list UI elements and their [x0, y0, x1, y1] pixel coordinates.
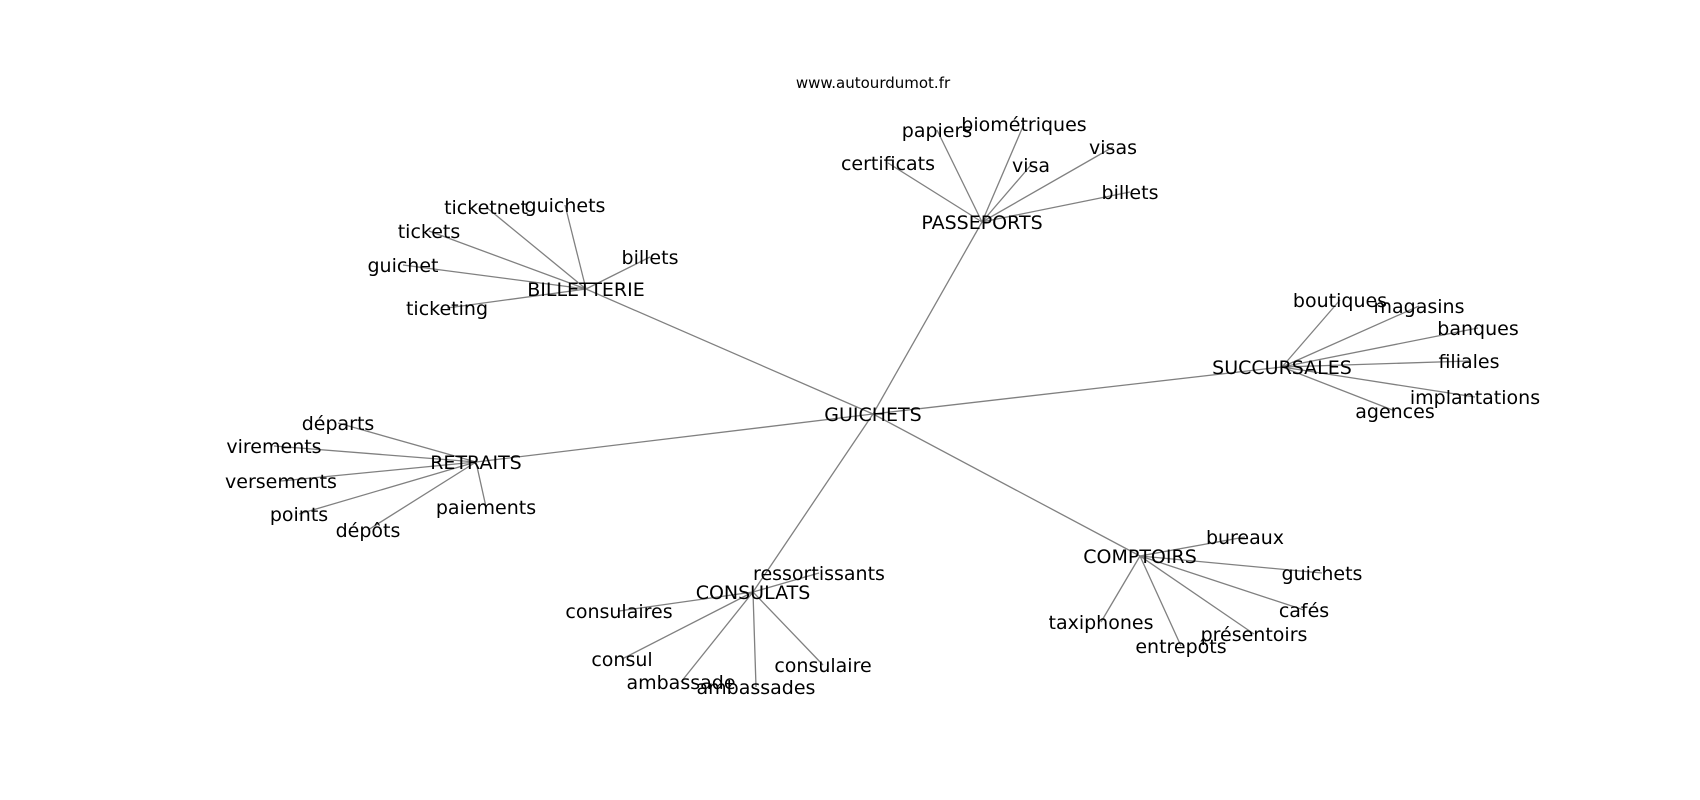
leaf-node: ambassades: [697, 677, 816, 699]
leaf-node: implantations: [1410, 387, 1540, 409]
leaf-node: ressortissants: [753, 563, 885, 585]
leaf-node: taxiphones: [1049, 612, 1154, 634]
leaf-node: ambassade: [626, 672, 735, 694]
edge-3-2: [280, 461, 477, 482]
edge-0-5: [981, 191, 1131, 223]
leaf-node: visas: [1089, 137, 1137, 159]
edge-0-3: [981, 164, 1032, 223]
edge-3-4: [367, 461, 477, 531]
edge-2-5: [1281, 366, 1396, 412]
edge-0-4: [981, 146, 1114, 223]
edge-5-0: [1139, 536, 1246, 557]
leaf-node: certificats: [841, 153, 935, 175]
leaf-node: tickets: [398, 221, 461, 243]
edge-1-3: [402, 264, 587, 290]
leaf-node: banques: [1437, 318, 1518, 340]
leaf-node: guichets: [1282, 563, 1363, 585]
edge-center-1: [585, 288, 874, 415]
edge-2-3: [1281, 360, 1470, 368]
edge-3-1: [273, 445, 477, 463]
hub-node: BILLETTERIE: [527, 279, 645, 301]
edge-center-4: [752, 413, 874, 593]
edge-2-1: [1281, 305, 1420, 368]
edge-0-1: [936, 129, 983, 223]
hub-node: PASSEPORTS: [921, 212, 1042, 234]
edge-2-2: [1281, 327, 1479, 368]
leaf-node: ticketing: [406, 298, 488, 320]
edge-1-5: [585, 256, 651, 290]
leaf-node: billets: [622, 247, 679, 269]
edge-2-4: [1281, 366, 1476, 398]
leaf-node: magasins: [1374, 296, 1465, 318]
center-node: GUICHETS: [824, 404, 921, 426]
edge-center-0: [872, 221, 983, 415]
edge-center-5: [872, 413, 1141, 557]
leaf-node: consulaire: [774, 655, 871, 677]
hub-node: RETRAITS: [430, 452, 522, 474]
leaf-node: papiers: [902, 120, 972, 142]
edge-5-1: [1139, 555, 1323, 574]
edge-4-4: [752, 591, 757, 688]
leaf-node: consul: [591, 649, 652, 671]
leaf-node: versements: [225, 471, 337, 493]
edge-0-0: [887, 162, 983, 223]
leaf-node: billets: [1102, 182, 1159, 204]
leaf-node: cafés: [1279, 600, 1329, 622]
edge-1-1: [564, 204, 587, 290]
graph-labels: GUICHETS PASSEPORTS certificats papiersbiom…: [225, 114, 1540, 699]
edge-1-0: [485, 206, 587, 290]
edge-4-3: [680, 591, 754, 683]
edge-4-1: [618, 591, 754, 612]
edge-3-0: [337, 422, 477, 463]
leaf-node: bureaux: [1206, 527, 1284, 549]
leaf-node: guichet: [367, 255, 438, 277]
leaf-node: dépôts: [336, 520, 401, 542]
edge-5-5: [1100, 555, 1141, 623]
leaf-node: consulaires: [565, 601, 672, 623]
leaf-node: paiements: [436, 497, 536, 519]
edge-1-4: [446, 288, 587, 309]
leaf-node: visa: [1012, 155, 1050, 177]
edge-2-0: [1281, 299, 1341, 368]
leaf-node: entrepôts: [1135, 636, 1226, 658]
leaf-node: présentoirs: [1201, 624, 1308, 646]
leaf-node: filiales: [1438, 351, 1499, 373]
leaf-node: départs: [302, 413, 375, 435]
edge-4-2: [621, 591, 754, 660]
leaf-node: guichets: [525, 195, 606, 217]
edge-5-3: [1139, 555, 1255, 635]
edge-4-5: [752, 591, 824, 666]
edge-center-3: [475, 413, 874, 463]
graph-edges: [273, 123, 1479, 688]
leaf-node: virements: [226, 436, 321, 458]
hub-node: COMPTOIRS: [1083, 546, 1197, 568]
leaf-node: points: [270, 504, 328, 526]
leaf-node: boutiques: [1293, 290, 1387, 312]
leaf-node: biométriques: [961, 114, 1086, 136]
edge-center-2: [872, 366, 1283, 415]
source-url: www.autourdumot.fr: [796, 74, 951, 92]
edge-5-2: [1139, 555, 1305, 611]
edge-4-0: [752, 572, 820, 593]
edge-0-2: [981, 123, 1025, 223]
edge-5-4: [1139, 555, 1182, 647]
leaf-node: agences: [1355, 401, 1434, 423]
hub-node: CONSULATS: [696, 582, 811, 604]
leaf-node: ticketnet: [444, 197, 528, 219]
edge-3-5: [475, 461, 487, 508]
hub-node: SUCCURSALES: [1212, 357, 1352, 379]
edge-3-3: [298, 461, 477, 515]
edge-1-2: [428, 230, 587, 290]
